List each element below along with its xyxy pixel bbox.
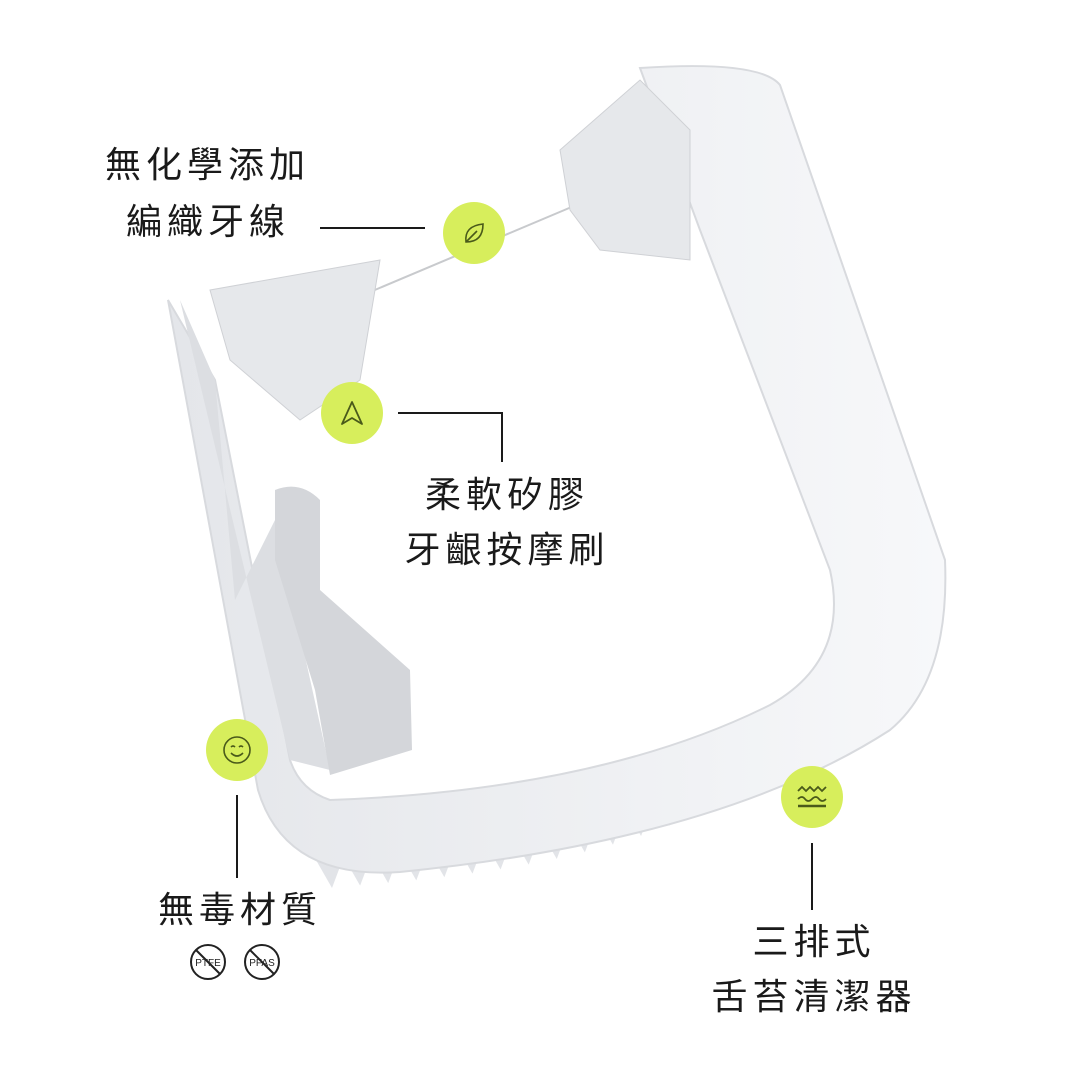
leader-line	[320, 227, 425, 229]
pfas-label: PFAS	[249, 958, 275, 969]
feature-floss-line1: 無化學添加	[105, 145, 311, 186]
leader-line	[236, 795, 238, 878]
feature-material-line1: 無毒材質	[157, 890, 323, 931]
waves-badge	[781, 766, 843, 828]
feature-brush-line1: 柔軟矽膠	[424, 475, 590, 516]
arrow-badge	[321, 382, 383, 444]
feature-floss-line2: 編織牙線	[126, 202, 291, 243]
leader-line	[398, 412, 503, 414]
waves-icon	[797, 785, 827, 808]
leader-line	[811, 843, 813, 910]
leaf-icon	[465, 223, 484, 243]
feature-tongue-line2: 舌苔清潔器	[711, 977, 917, 1018]
ptfe-label: PTFE	[195, 958, 221, 969]
no-pfas-badge: PFAS	[243, 943, 281, 981]
feature-tongue-line1: 三排式	[752, 922, 876, 963]
leaf-badge	[443, 202, 505, 264]
smiley-badge	[206, 719, 268, 781]
arrow-up-icon	[341, 401, 363, 425]
smiley-icon	[223, 736, 251, 764]
no-ptfe-badge: PTFE	[189, 943, 227, 981]
feature-brush-line2: 牙齦按摩刷	[404, 530, 610, 571]
leader-line	[501, 412, 503, 462]
